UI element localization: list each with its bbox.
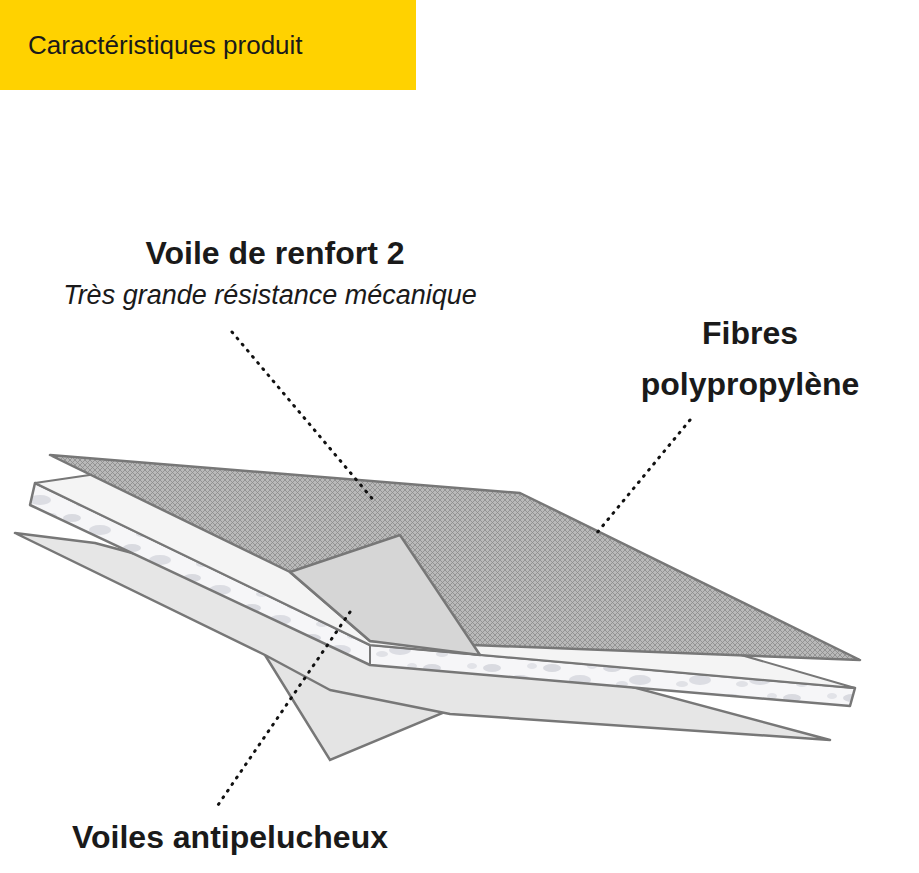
folded-corner — [290, 535, 480, 655]
part-label: Voile de renfort 2 — [100, 228, 450, 279]
leader-line — [596, 420, 690, 534]
part-label: Très grande résistance mécanique — [0, 274, 540, 317]
part-label: Voiles antipelucheux — [20, 812, 440, 863]
header-band: Caractéristiques produit — [0, 0, 416, 90]
part-label: Fibres polypropylène — [600, 308, 900, 410]
leader-line — [232, 332, 375, 502]
reinforcement-mesh — [50, 455, 860, 660]
leader-line — [218, 612, 350, 805]
header-text: Caractéristiques produit — [28, 30, 396, 61]
slab-edge — [369, 645, 371, 665]
